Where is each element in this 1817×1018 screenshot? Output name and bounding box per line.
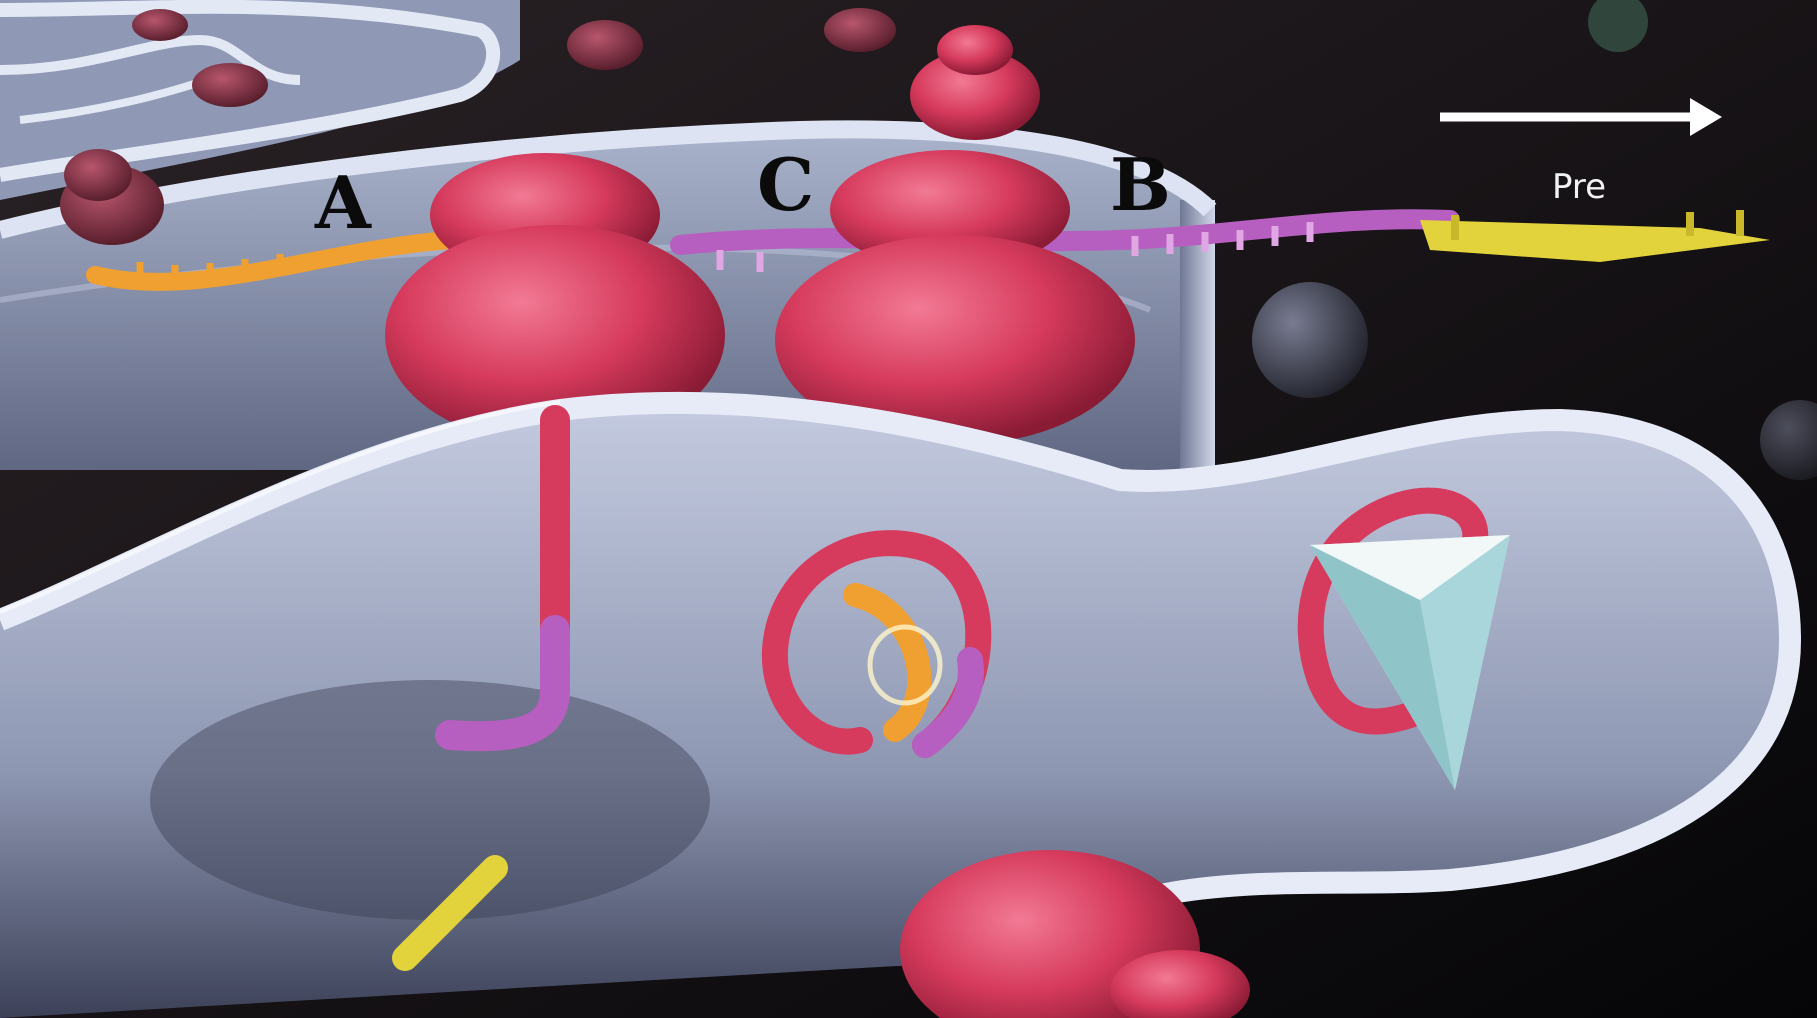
label-a: A: [314, 160, 372, 245]
label-c: C: [757, 142, 814, 227]
background-vesicle: [1252, 282, 1368, 398]
label-pre: Pre: [1552, 167, 1606, 207]
label-b: B: [1110, 142, 1171, 227]
